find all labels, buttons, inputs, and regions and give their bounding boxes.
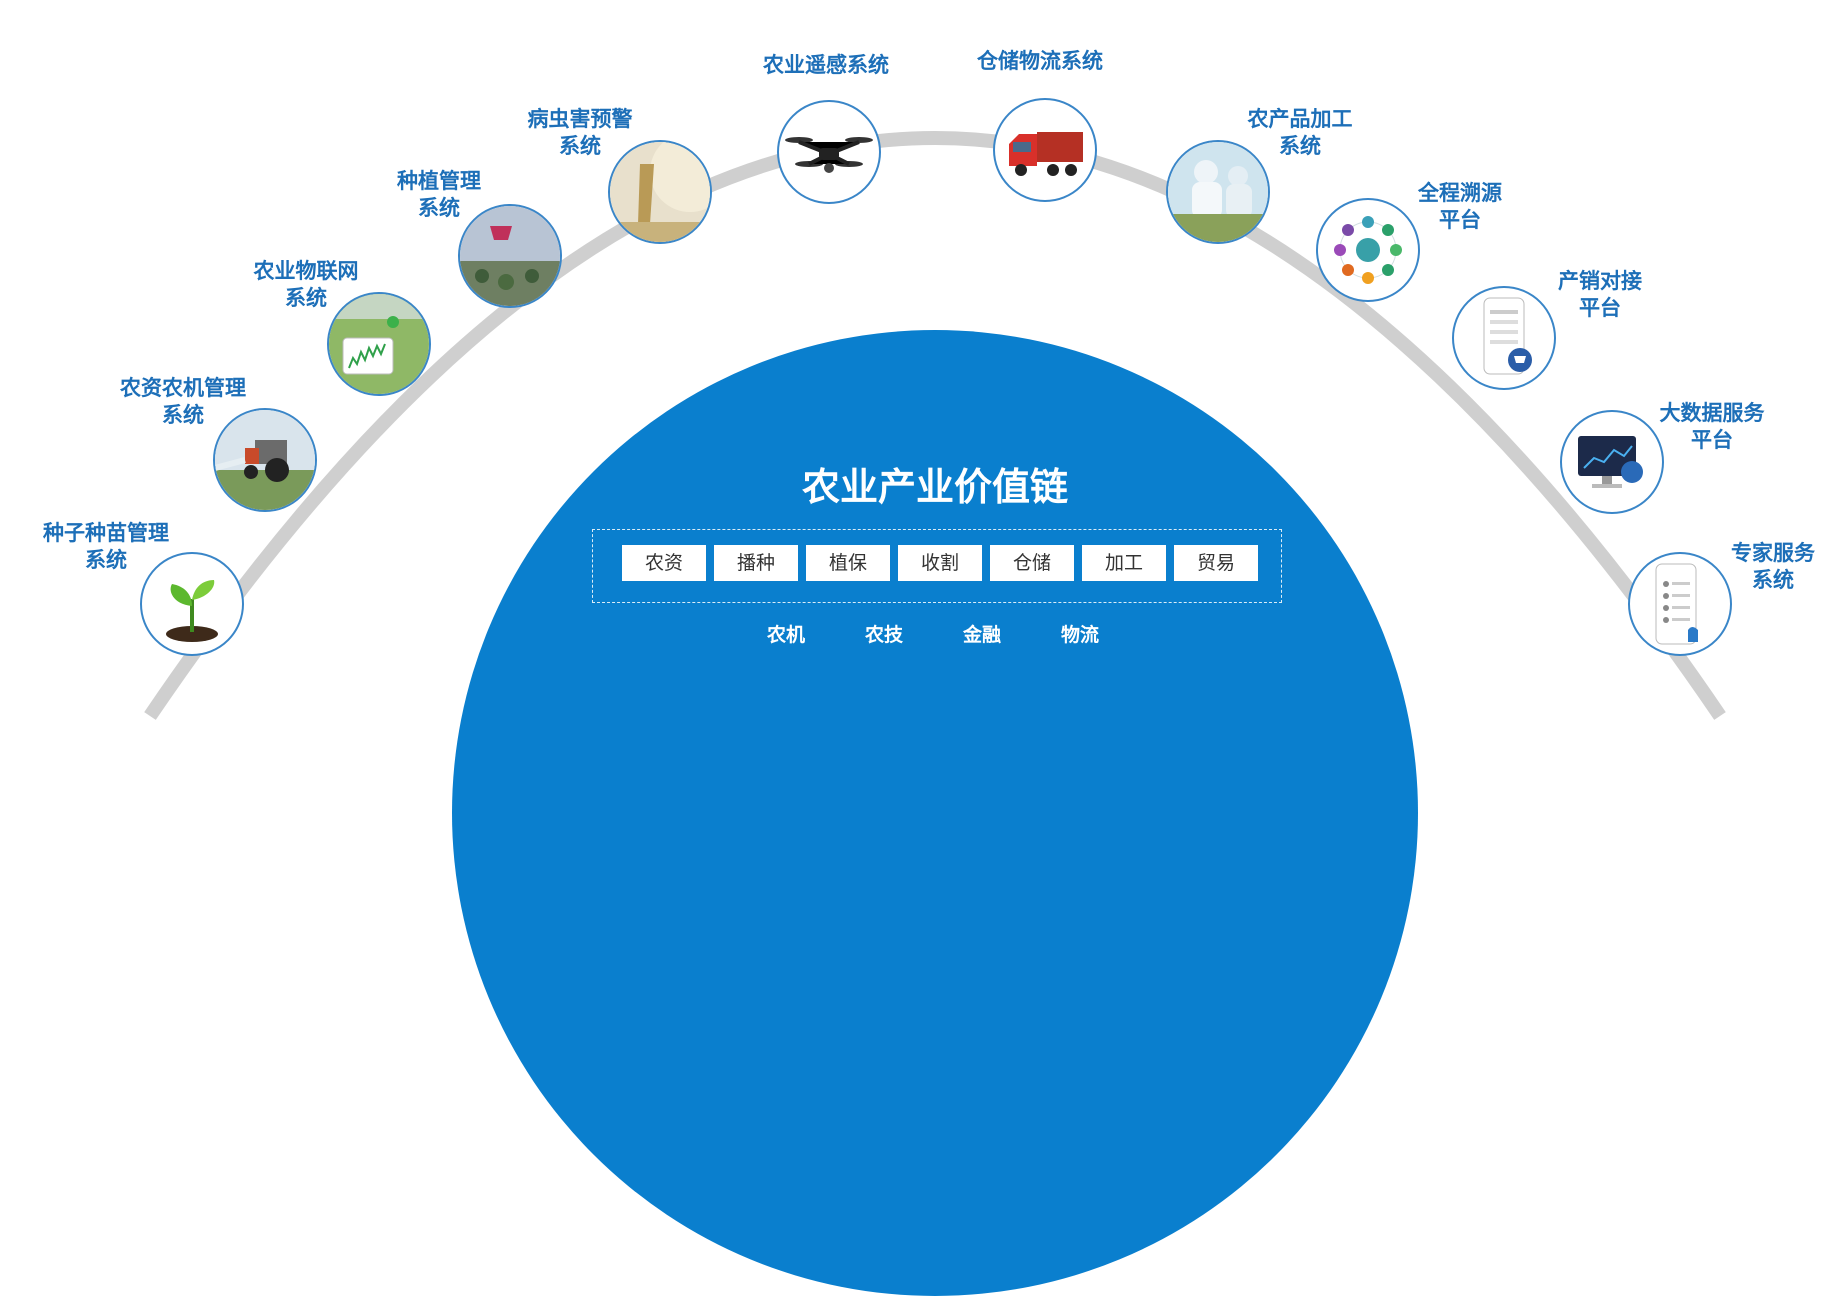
truck-icon xyxy=(993,98,1097,202)
system-label-line1: 农业遥感系统 xyxy=(763,53,889,77)
system-label-line1: 种植管理 xyxy=(397,169,481,193)
trace-network-icon xyxy=(1316,198,1420,302)
system-label: 病虫害预警 系统 xyxy=(528,106,633,160)
system-label-line2: 系统 xyxy=(1752,568,1794,592)
monitor-chart-icon xyxy=(1560,410,1664,514)
stage-item: 收割 xyxy=(898,545,982,581)
system-label-line1: 病虫害预警 xyxy=(527,107,633,131)
system-label-line2: 系统 xyxy=(285,286,327,310)
stage-item: 加工 xyxy=(1082,545,1166,581)
stage-item: 农资 xyxy=(622,545,706,581)
system-label-line2: 系统 xyxy=(1279,134,1321,158)
support-item: 金融 xyxy=(962,624,1002,646)
system-label-line1: 农业物联网 xyxy=(253,259,359,283)
system-label-line2: 系统 xyxy=(162,403,204,427)
system-label-line2: 平台 xyxy=(1579,296,1621,320)
system-label: 大数据服务 平台 xyxy=(1660,400,1765,454)
system-label: 农产品加工 系统 xyxy=(1248,106,1353,160)
stage-item: 植保 xyxy=(806,545,890,581)
system-label: 农业物联网 系统 xyxy=(254,258,359,312)
system-label-line1: 全程溯源 xyxy=(1418,181,1502,205)
system-label-line2: 系统 xyxy=(85,548,127,572)
system-label-line1: 种子种苗管理 xyxy=(43,521,169,545)
seedling-icon xyxy=(140,552,244,656)
stage-item: 播种 xyxy=(714,545,798,581)
system-label-line2: 平台 xyxy=(1691,428,1733,452)
system-label-line2: 系统 xyxy=(418,196,460,220)
system-label-line1: 专家服务 xyxy=(1731,541,1815,565)
system-label-line1: 农产品加工 xyxy=(1247,107,1353,131)
system-label: 农业遥感系统 xyxy=(763,52,889,79)
chain-title: 农业产业价值链 xyxy=(801,465,1069,509)
drone-icon xyxy=(777,100,881,204)
system-label: 种子种苗管理 系统 xyxy=(43,520,169,574)
system-label-line1: 仓储物流系统 xyxy=(977,49,1103,73)
stage-item: 仓储 xyxy=(990,545,1074,581)
system-label-line1: 农资农机管理 xyxy=(120,376,246,400)
system-label: 种植管理 系统 xyxy=(397,168,481,222)
system-label-line1: 产销对接 xyxy=(1558,269,1642,293)
pest-warning-icon xyxy=(608,140,712,244)
system-label-line2: 系统 xyxy=(559,134,601,158)
phone-cart-icon xyxy=(1452,286,1556,390)
stage-item: 贸易 xyxy=(1174,545,1258,581)
lab-processing-icon xyxy=(1166,140,1270,244)
support-item: 农技 xyxy=(864,624,904,646)
support-item: 物流 xyxy=(1060,624,1100,646)
stage-box xyxy=(592,529,1282,603)
system-label: 仓储物流系统 xyxy=(977,48,1103,75)
system-label: 产销对接 平台 xyxy=(1558,268,1642,322)
system-label-line2: 平台 xyxy=(1439,208,1481,232)
support-item: 农机 xyxy=(766,624,806,646)
system-label-line1: 大数据服务 xyxy=(1659,401,1765,425)
iot-tablet-icon xyxy=(327,292,431,396)
outer-arc xyxy=(144,131,1726,720)
expert-phone-icon xyxy=(1628,552,1732,656)
system-label: 农资农机管理 系统 xyxy=(120,375,246,429)
system-label: 专家服务 系统 xyxy=(1731,540,1815,594)
value-chain-diagram: 农业产业价值链 农资 播种 植保 收割 仓储 加工 贸易 农机 农技 金融 物流 xyxy=(43,48,1815,1296)
system-label: 全程溯源 平台 xyxy=(1418,180,1502,234)
